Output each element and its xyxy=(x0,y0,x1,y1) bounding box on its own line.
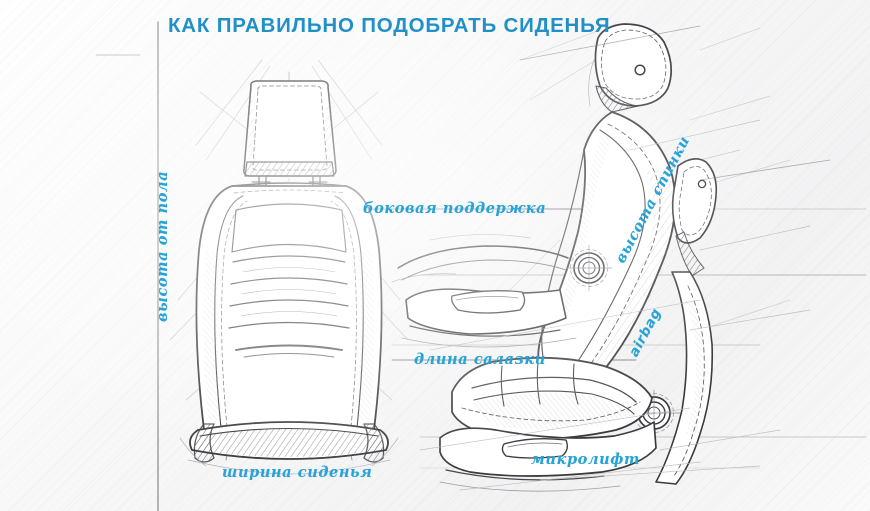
accent-strokes xyxy=(95,25,831,181)
label-seat-width: ширина сиденья xyxy=(222,464,373,481)
label-microlift: микролифт xyxy=(531,451,640,468)
page-title: КАК ПРАВИЛЬНО ПОДОБРАТЬ СИДЕНЬЯ xyxy=(168,14,611,37)
side-seat-cushion xyxy=(451,356,653,440)
side-view-seat xyxy=(391,23,811,492)
side-backrest xyxy=(537,111,677,401)
label-side-support: боковая поддержка xyxy=(363,200,547,217)
front-view-seat xyxy=(169,59,409,475)
label-floor-height: высота от пола xyxy=(154,170,171,322)
label-rail-length: длина салазки xyxy=(414,351,546,368)
front-backrest xyxy=(195,182,383,431)
front-headrest xyxy=(243,80,337,187)
